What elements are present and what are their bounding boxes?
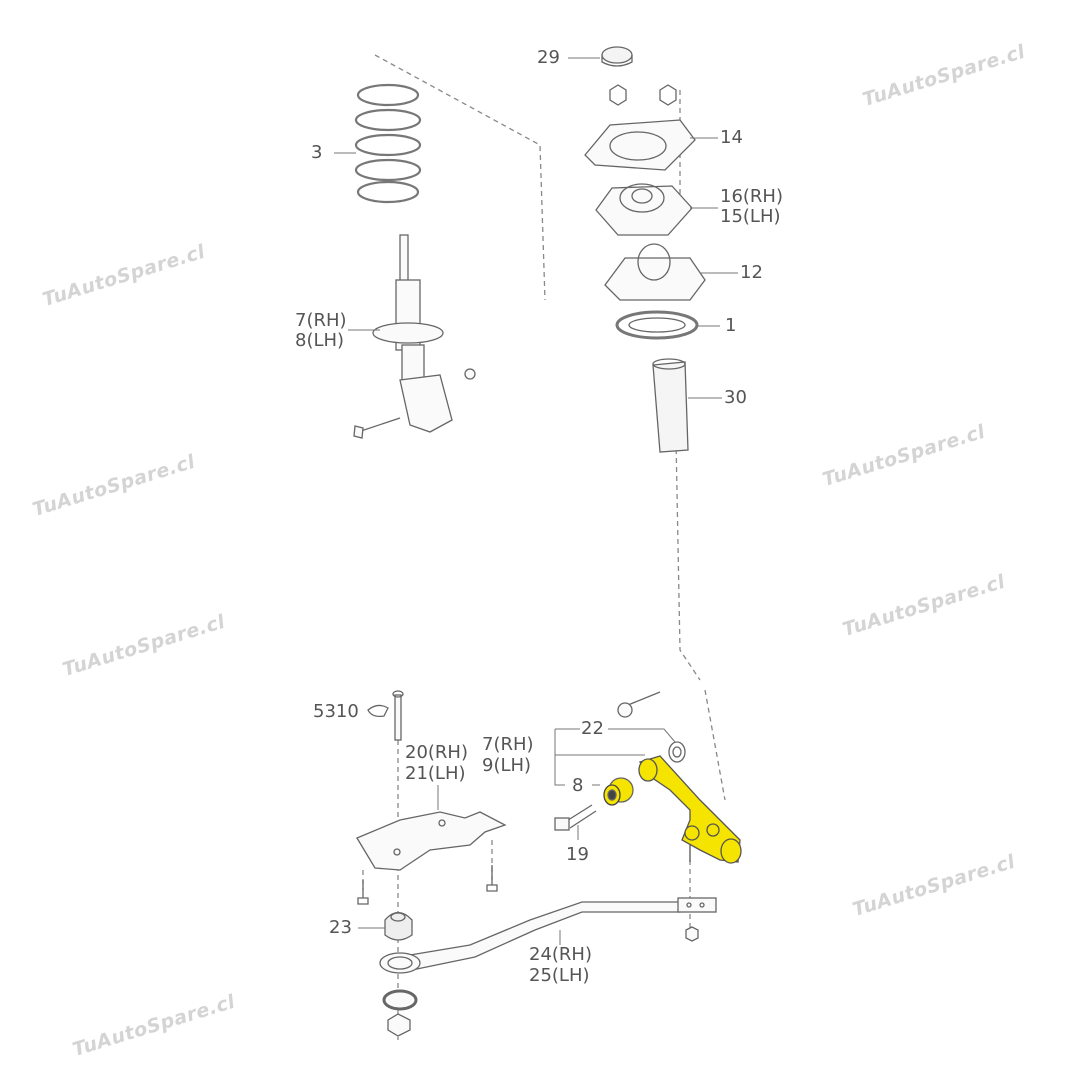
callout-24-rh: 24(RH) — [529, 944, 592, 965]
callout-29: 29 — [537, 47, 560, 68]
callout-8-bushing: 8 — [572, 775, 584, 796]
callout-19: 19 — [566, 844, 589, 865]
callout-9-lh-arm: 9(LH) — [482, 755, 532, 776]
bolt-icon — [617, 691, 661, 718]
callout-21-lh: 21(LH) — [405, 763, 466, 784]
strut-part-7-icon — [353, 234, 476, 439]
dust-boot-part-30-icon — [652, 358, 689, 453]
callout-5310: 5310 — [313, 701, 359, 722]
bolt-part-19-icon — [554, 804, 597, 831]
callout-14: 14 — [720, 127, 743, 148]
callout-16-rh: 16(RH) — [720, 186, 783, 207]
callout-7-rh-strut: 7(RH) — [295, 310, 347, 331]
bearing-part-1-icon — [615, 310, 699, 340]
callout-22: 22 — [581, 718, 604, 739]
control-arm-part-7-icon — [638, 755, 742, 864]
callout-7-rh-arm: 7(RH) — [482, 734, 534, 755]
callout-15-lh: 15(LH) — [720, 206, 781, 227]
tension-rod-part-24-icon — [379, 897, 717, 1037]
coil-spring-part-3-icon — [354, 83, 422, 204]
bolt-part-5310-icon — [367, 690, 404, 741]
strut-mount-part-16-icon — [595, 183, 693, 236]
callout-8-lh-strut: 8(LH) — [295, 330, 345, 351]
callout-3: 3 — [311, 142, 323, 163]
bushing-part-8-icon — [603, 777, 634, 806]
callout-30: 30 — [724, 387, 747, 408]
callout-20-rh: 20(RH) — [405, 742, 468, 763]
callout-12: 12 — [740, 262, 763, 283]
callout-1: 1 — [725, 315, 737, 336]
washer-part-22-icon — [668, 741, 686, 763]
cap-part-29-icon — [601, 46, 633, 67]
callout-25-lh: 25(LH) — [529, 965, 590, 986]
plate-part-14-icon — [584, 119, 696, 171]
bushing-part-23-icon — [384, 911, 413, 941]
nut-icons — [609, 84, 677, 106]
screw-icons — [357, 865, 498, 905]
bracket-part-20-icon — [356, 811, 507, 871]
spring-seat-part-12-icon — [604, 243, 706, 301]
callout-23: 23 — [329, 917, 352, 938]
leader-lines — [334, 57, 738, 945]
